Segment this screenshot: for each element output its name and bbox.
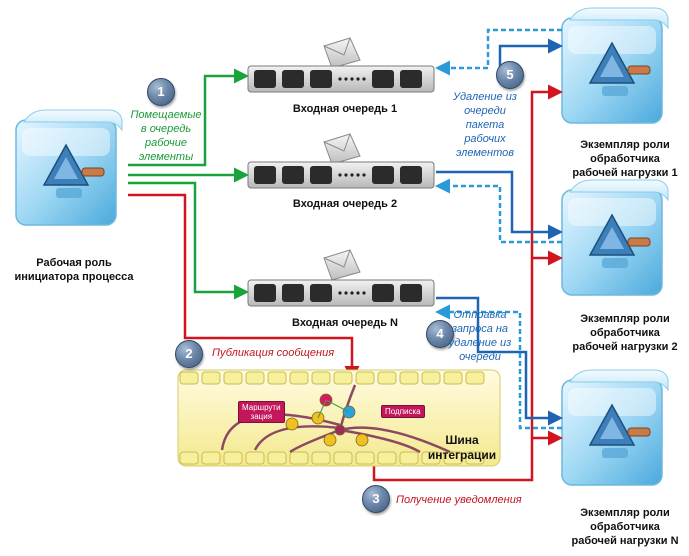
- delete-request-arrows: [435, 28, 562, 430]
- step-2-badge: 2: [175, 340, 203, 368]
- step-1-badge: 1: [147, 78, 175, 106]
- step-3-badge: 3: [362, 485, 390, 513]
- pubsub-arrows: [128, 84, 563, 482]
- envelope-icon-1: [323, 37, 361, 69]
- queue-n-label: Входная очередь N: [292, 317, 398, 329]
- envelope-icon-n: [323, 249, 361, 281]
- step-5-badge: 5: [496, 61, 524, 89]
- worker-cube-icon-n: [561, 369, 669, 486]
- initiator-label: Рабочая роль инициатора процесса: [14, 257, 134, 283]
- step-3-text: Получение уведомления: [396, 494, 522, 506]
- queue-n-icon: [247, 279, 435, 307]
- queue-1-icon: [247, 65, 435, 93]
- initiator-cube-icon: [15, 109, 123, 226]
- subscription-tag: Подписка: [381, 405, 425, 418]
- worker-1-label: Экземпляр роли обработчика рабочей нагру…: [572, 139, 678, 179]
- routing-tag: Маршрути зация: [238, 401, 285, 423]
- bus-label: Шина интеграции: [427, 433, 497, 462]
- worker-n-label: Экземпляр роли обработчика рабочей нагру…: [571, 507, 679, 547]
- queue-1-label: Входная очередь 1: [292, 103, 398, 115]
- worker-cube-icon-1: [561, 7, 669, 124]
- queue-2-label: Входная очередь 2: [292, 198, 398, 210]
- step-4-text: Отправка запроса на удаление из очереди: [448, 309, 512, 363]
- worker-2-label: Экземпляр роли обработчика рабочей нагру…: [572, 313, 678, 353]
- worker-cube-icon-2: [561, 179, 669, 296]
- enqueue-arrows: [128, 68, 249, 300]
- queue-2-icon: [247, 161, 435, 189]
- step-2-text: Публикация сообщения: [212, 347, 335, 359]
- step-4-badge: 4: [426, 320, 454, 348]
- envelope-icon-2: [323, 133, 361, 165]
- integration-bus: [177, 369, 501, 467]
- step-5-text: Удаление из очереди пакета рабочих элеме…: [453, 91, 517, 159]
- step-1-text: Помещаемые в очередь рабочие элементы: [130, 109, 202, 163]
